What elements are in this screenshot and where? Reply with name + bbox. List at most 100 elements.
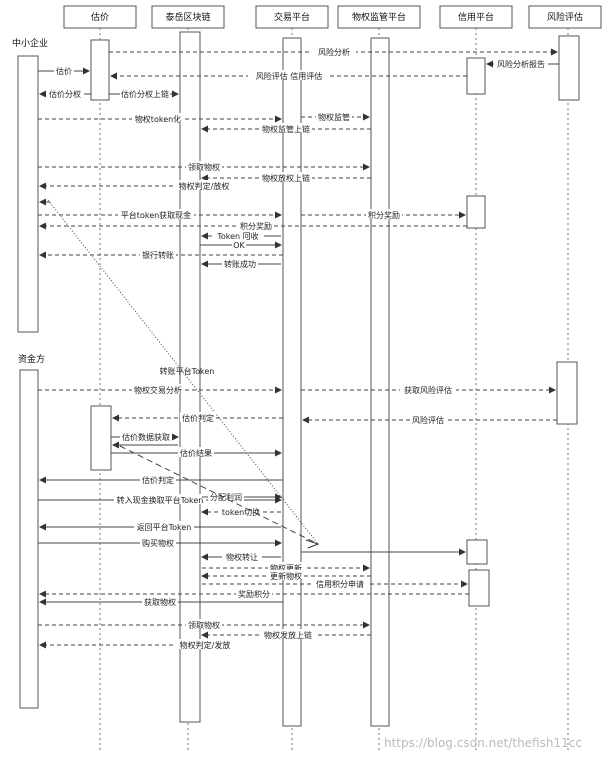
activation-trading — [282, 37, 302, 727]
svg-text:获取物权: 获取物权 — [144, 597, 176, 607]
activation-risk-2 — [556, 361, 578, 425]
svg-text:物权监管: 物权监管 — [318, 112, 350, 122]
activation-supervision — [370, 37, 390, 727]
svg-text:奖励积分: 奖励积分 — [238, 589, 270, 599]
section-label-sme: 中小企业 — [12, 37, 48, 49]
svg-text:token切换: token切换 — [222, 507, 260, 517]
svg-text:领取物权: 领取物权 — [188, 162, 220, 172]
svg-text:物权放权上链: 物权放权上链 — [262, 173, 310, 183]
activation-credit-3 — [466, 539, 488, 565]
svg-text:物权交易分析: 物权交易分析 — [134, 385, 182, 395]
svg-text:风险评估: 风险评估 — [412, 415, 444, 425]
message-property-trade-analysis: 物权交易分析 — [38, 384, 282, 395]
activation-valuation-1 — [90, 39, 110, 101]
participant-risk: 风险评估 — [528, 5, 602, 29]
message-property-judgement-release: 物权判定/放权 — [39, 180, 232, 191]
message-valuation-judgement-2: 估价判定 — [39, 474, 283, 485]
message-valuation: 估价 — [38, 65, 90, 76]
message-transfer-platform-token: 转账平台Token — [160, 366, 215, 376]
svg-text:估价: 估价 — [56, 66, 72, 76]
svg-text:物权判定/放权: 物权判定/放权 — [179, 181, 230, 191]
message-obtain-property: 获取物权 — [39, 596, 283, 607]
participant-label: 估价 — [91, 11, 109, 23]
message-return-platform-token: 返回平台Token — [39, 521, 281, 532]
message-transfer-success: 转账成功 — [201, 258, 281, 269]
message-bank-transfer: 银行转账 — [39, 249, 283, 260]
message-risk-report: 风险分析报告 — [486, 58, 559, 69]
svg-text:物权token化: 物权token化 — [135, 114, 181, 124]
message-token-recycle: Token 回收 — [201, 230, 281, 241]
message-ok: OK — [200, 239, 282, 250]
section-label-funder: 资金方 — [18, 353, 45, 365]
message-valuation-rights: 估价分权 — [39, 88, 91, 99]
message-supervision-onchain: 物权监管上链 — [201, 123, 371, 134]
message-claim-property-2: 领取物权 — [38, 619, 370, 630]
watermark-text: https://blog.csdn.net/thefish11cc — [384, 736, 582, 750]
message-risk-analysis: 风险分析 — [109, 46, 558, 57]
message-claim-property: 领取物权 — [38, 161, 370, 172]
participant-label: 风险评估 — [547, 11, 583, 23]
diagonal-arrowhead — [305, 539, 320, 549]
message-get-risk-assessment: 获取风险评估 — [301, 384, 556, 395]
participant-label: 物权监管平台 — [352, 11, 406, 23]
svg-text:估价判定: 估价判定 — [142, 475, 174, 485]
activation-valuation-2 — [90, 405, 112, 471]
svg-text:物权更新: 物权更新 — [270, 563, 302, 573]
message-property-supervision: 物权监管 — [301, 111, 370, 122]
participant-label: 泰岳区块链 — [165, 11, 210, 23]
message-profit-distribution: 分配利润 — [202, 491, 282, 502]
message-buy-property: 购买物权 — [38, 537, 282, 548]
svg-text:购买物权: 购买物权 — [142, 538, 174, 548]
message-credit-points-apply: 信用积分申请 — [202, 578, 468, 589]
svg-text:银行转账: 银行转账 — [142, 250, 174, 260]
message-property-transfer: 物权转让 — [201, 551, 281, 562]
message-update-property: 更新物权 — [201, 570, 371, 581]
svg-text:物权转让: 物权转让 — [226, 552, 258, 562]
activation-credit-1 — [466, 57, 486, 95]
activation-sme — [17, 55, 39, 333]
message-release-onchain-2: 物权发放上链 — [201, 629, 371, 640]
svg-text:风险评估 信用评估: 风险评估 信用评估 — [256, 71, 323, 81]
message-cash-for-token: 转入现金换取平台Token — [38, 494, 282, 505]
activation-chain — [179, 31, 201, 723]
participant-credit: 信用平台 — [439, 5, 513, 29]
svg-text:OK: OK — [233, 241, 245, 250]
diagonal-connector — [47, 199, 319, 545]
message-property-judgement-release-2: 物权判定/发放 — [39, 639, 234, 650]
svg-text:转账成功: 转账成功 — [224, 259, 256, 269]
participant-chain: 泰岳区块链 — [151, 5, 225, 29]
svg-text:积分奖励: 积分奖励 — [240, 221, 272, 231]
svg-text:估价分权: 估价分权 — [49, 89, 81, 99]
message-valuation-judgement: 估价判定 — [112, 412, 283, 423]
message-valuation-result: 估价结果 — [111, 447, 282, 458]
svg-text:物权发放上链: 物权发放上链 — [264, 630, 312, 640]
participant-label: 交易平台 — [274, 11, 310, 23]
svg-text:积分奖励: 积分奖励 — [368, 210, 400, 220]
svg-text:领取物权: 领取物权 — [188, 620, 220, 630]
svg-text:风险分析: 风险分析 — [318, 47, 350, 57]
svg-text:估价判定: 估价判定 — [182, 413, 214, 423]
message-points-reward-return: 积分奖励 — [39, 220, 467, 231]
message-reward-points: 奖励积分 — [39, 588, 469, 599]
participant-supervision: 物权监管平台 — [337, 5, 421, 29]
participant-valuation: 估价 — [63, 5, 137, 29]
svg-text:分配利润: 分配利润 — [210, 492, 242, 502]
message-risk-assessment: 风险评估 — [302, 414, 557, 425]
svg-text:信用积分申请: 信用积分申请 — [316, 579, 364, 589]
message-token-for-cash: 平台token获取现金 — [38, 209, 282, 220]
svg-text:估价结果: 估价结果 — [180, 448, 212, 458]
svg-text:物权判定/发放: 物权判定/发放 — [180, 640, 231, 650]
svg-text:转入现金换取平台Token: 转入现金换取平台Token — [117, 495, 204, 505]
svg-text:更新物权: 更新物权 — [270, 571, 302, 581]
diagonal-data-arrow — [119, 445, 319, 545]
svg-text:Token 回收: Token 回收 — [216, 231, 258, 241]
activation-credit-2 — [466, 195, 486, 229]
message-property-tokenize: 物权token化 — [38, 113, 282, 124]
activation-credit-4 — [468, 569, 490, 607]
svg-text:物权监管上链: 物权监管上链 — [262, 124, 310, 134]
message-release-onchain: 物权放权上链 — [201, 172, 371, 183]
activation-funder — [19, 369, 39, 709]
svg-text:返回平台Token: 返回平台Token — [137, 522, 192, 532]
message-property-update: 物权更新 — [202, 562, 370, 573]
message-token-switch: token切换 — [201, 506, 281, 517]
